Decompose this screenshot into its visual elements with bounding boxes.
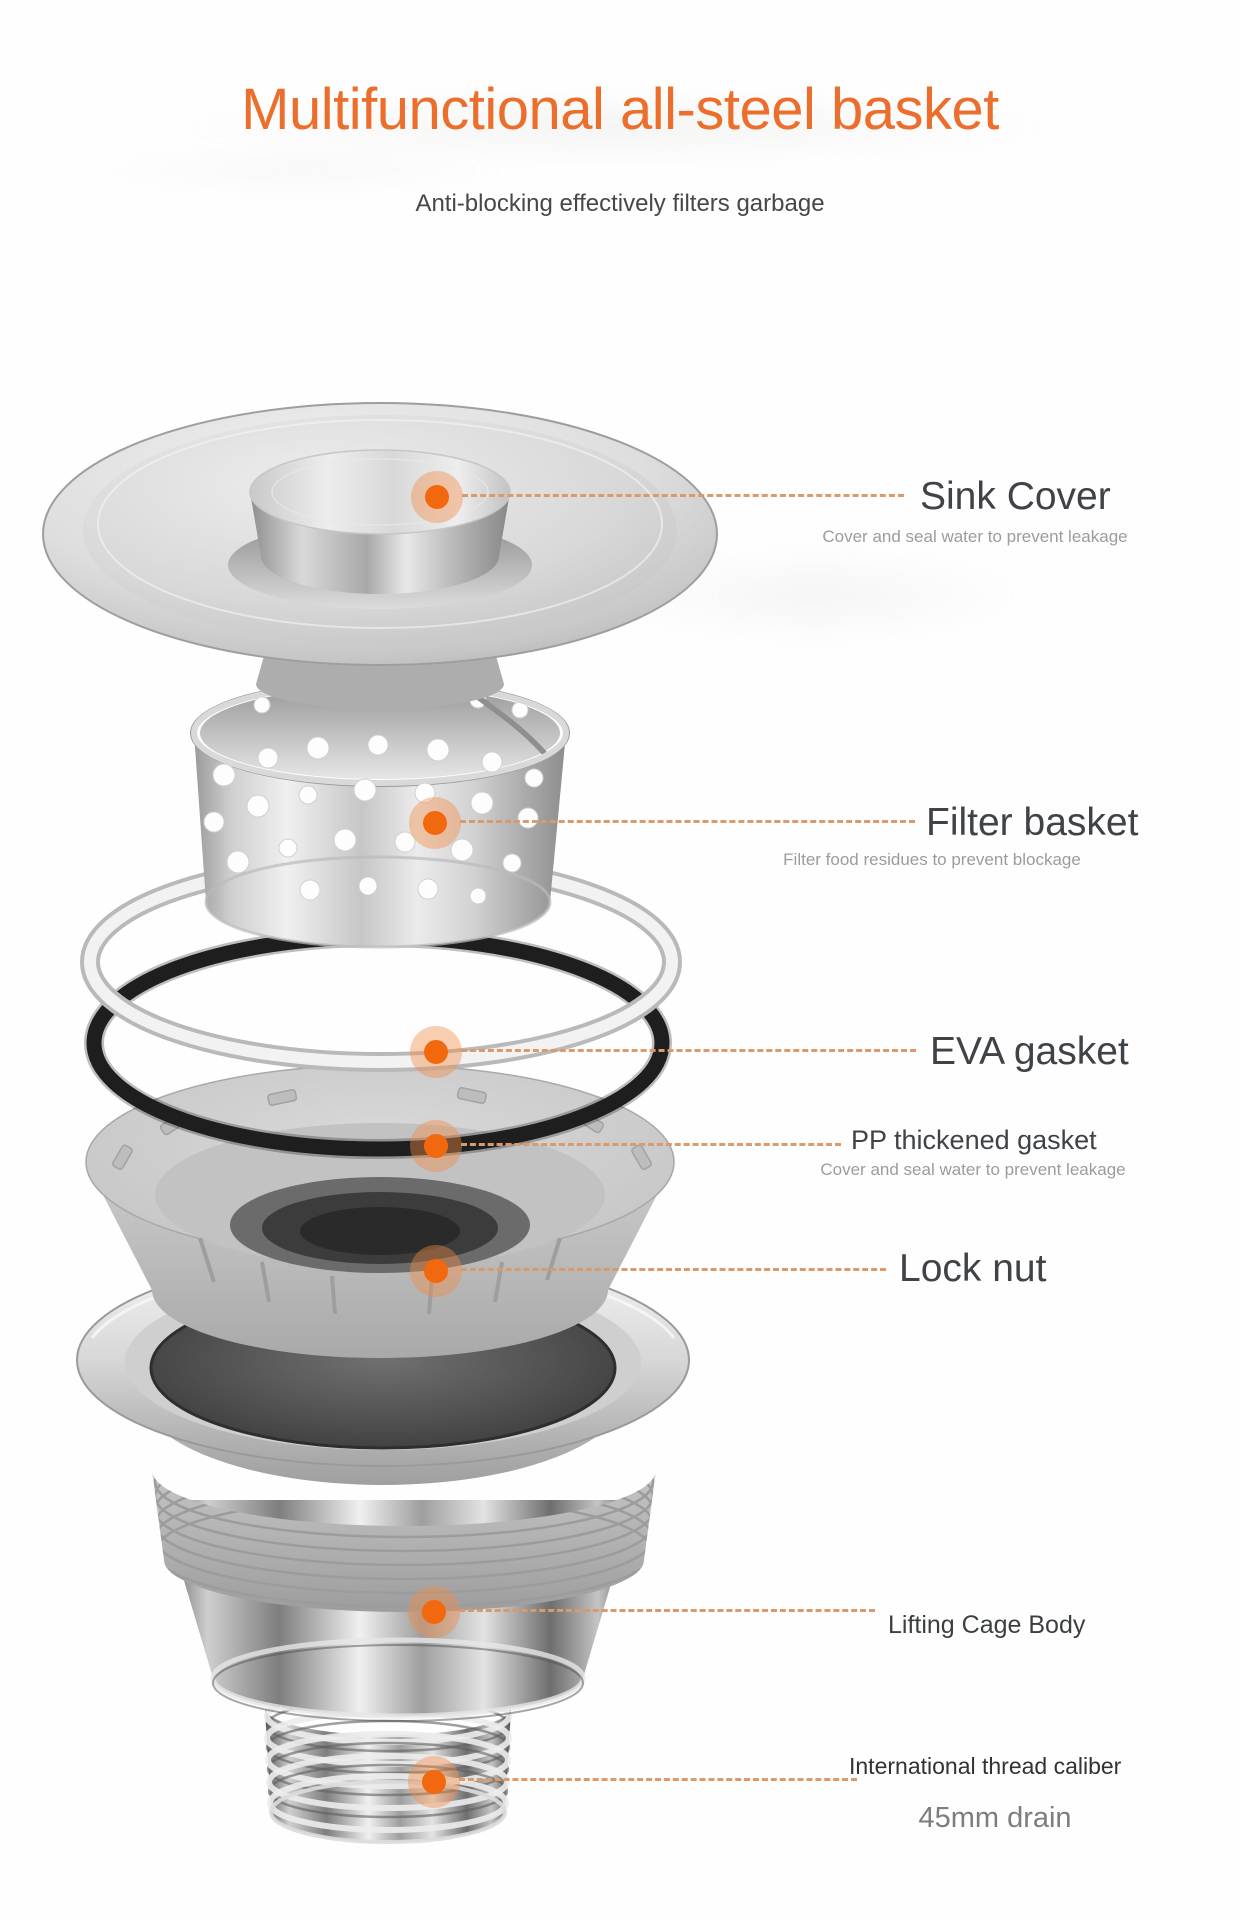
- callout-label-sink-cover: Sink Cover: [920, 475, 1111, 518]
- marker-dot-sink-cover: [425, 485, 449, 509]
- filter-basket: [190, 675, 570, 949]
- leader-line-eva-gasket: [461, 1049, 916, 1052]
- callout-label-thread-caliber: International thread caliber: [849, 1753, 1122, 1779]
- threaded-pipe: [264, 1687, 512, 1844]
- leader-line-thread-caliber: [459, 1778, 857, 1781]
- basket-holes: [203, 734, 544, 905]
- callout-description-sink-cover: Cover and seal water to prevent leakage: [822, 527, 1128, 546]
- page-title: Multifunctional all-steel basket: [241, 77, 999, 142]
- leader-line-lock-nut: [461, 1268, 886, 1271]
- callout-label-eva-gasket: EVA gasket: [930, 1030, 1129, 1073]
- leader-line-filter-basket: [460, 820, 915, 823]
- marker-dot-lock-nut: [424, 1259, 448, 1283]
- leader-line-sink-cover: [462, 494, 904, 497]
- callout-note-drain-size: 45mm drain: [918, 1802, 1072, 1834]
- callout-label-lock-nut: Lock nut: [899, 1247, 1047, 1290]
- marker-dot-pp-gasket: [424, 1134, 448, 1158]
- marker-dot-thread-caliber: [422, 1770, 446, 1794]
- marker-dot-filter-basket: [423, 811, 447, 835]
- marker-dot-eva-gasket: [424, 1040, 448, 1064]
- callout-label-filter-basket: Filter basket: [926, 801, 1139, 844]
- sink-cover: [42, 402, 718, 710]
- callout-description-pp-gasket: Cover and seal water to prevent leakage: [820, 1160, 1126, 1179]
- pp-gasket-and-lock-nut: [85, 1064, 675, 1358]
- marker-dot-lifting-cage-body: [422, 1600, 446, 1624]
- leader-line-pp-gasket: [461, 1143, 841, 1146]
- callout-description-filter-basket: Filter food residues to prevent blockage: [783, 850, 1081, 869]
- callout-label-pp-gasket: PP thickened gasket: [851, 1125, 1097, 1155]
- page-subtitle: Anti-blocking effectively filters garbag…: [415, 190, 825, 217]
- callout-label-lifting-cage-body: Lifting Cage Body: [888, 1611, 1086, 1639]
- leader-line-lifting-cage-body: [459, 1609, 875, 1612]
